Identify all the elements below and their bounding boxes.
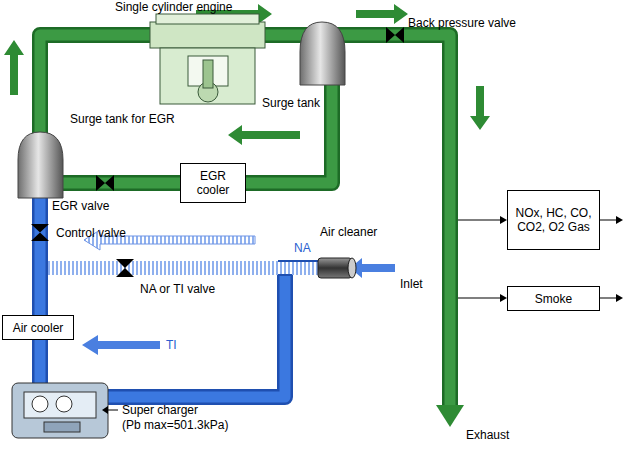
cooler-box: Air cooler <box>2 315 74 340</box>
part-label: NA or TI valve <box>140 282 215 296</box>
box-text: NOx, HC, CO, CO2, O2 Gas <box>512 206 595 234</box>
part-label: Super charger <box>122 403 198 417</box>
box-text: Smoke <box>535 292 572 306</box>
part-label: Air cleaner <box>320 225 377 239</box>
part-label: Exhaust <box>466 428 509 442</box>
part-label: Single cylinder engine <box>115 0 232 14</box>
cooler-box: EGR cooler <box>180 163 246 203</box>
part-label: TI <box>166 338 177 352</box>
part-label: Surge tank for EGR <box>70 112 175 126</box>
part-label: (Pb max=501.3kPa) <box>122 418 228 432</box>
analyser-box: NOx, HC, CO, CO2, O2 Gas <box>507 190 600 250</box>
analyser-box: Smoke <box>507 286 600 311</box>
part-label: Surge tank <box>262 96 320 110</box>
part-label: NA <box>294 241 311 255</box>
part-label: Inlet <box>400 277 423 291</box>
part-label: EGR valve <box>52 199 109 213</box>
part-label: Control valve <box>56 226 126 240</box>
box-text: Air cooler <box>13 321 64 335</box>
box-text: EGR cooler <box>185 169 241 197</box>
part-label: Back pressure valve <box>408 16 516 30</box>
